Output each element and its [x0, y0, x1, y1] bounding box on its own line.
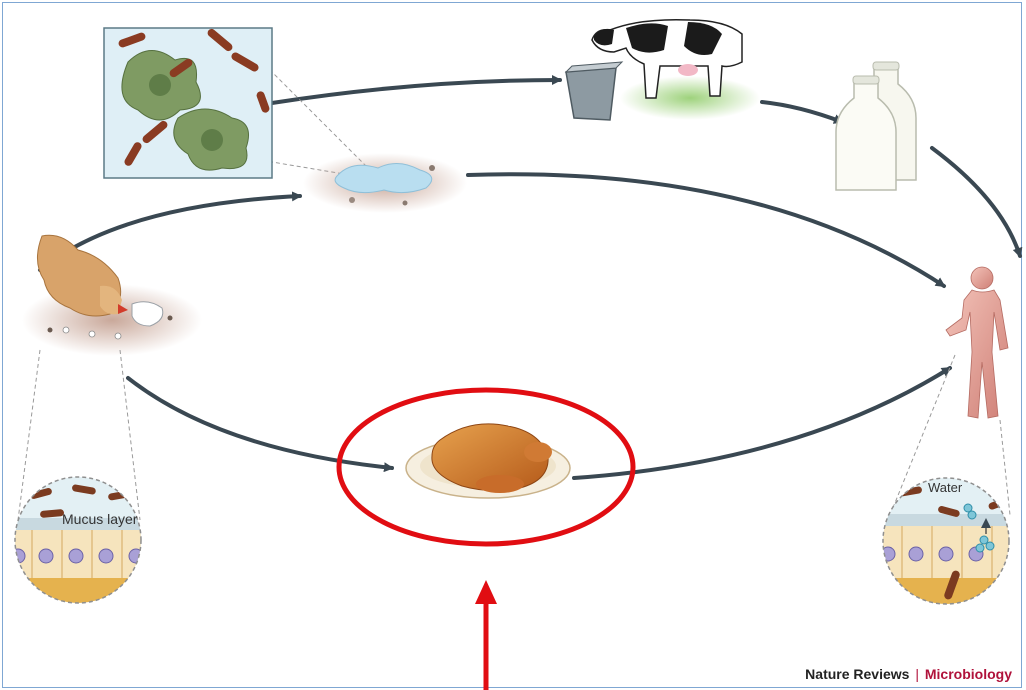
cow-icon	[592, 20, 760, 120]
arrow-milk-to-human	[932, 148, 1020, 256]
arrow-water-to-human	[468, 174, 944, 286]
milk-bottles-icon	[836, 62, 916, 190]
credit-separator: |	[915, 666, 919, 682]
arrow-hens-to-roast	[128, 378, 392, 468]
human-figure-icon	[946, 267, 1008, 418]
roast-chicken-icon	[406, 424, 570, 498]
credit-publisher: Nature Reviews	[805, 666, 909, 682]
figure-credit: Nature Reviews | Microbiology	[805, 666, 1012, 682]
credit-journal: Microbiology	[925, 666, 1012, 682]
arrow-inset-to-trough	[272, 80, 560, 103]
chicken-gut-inset-icon: Mucus layer	[10, 350, 150, 618]
amoeba-inset-icon	[104, 27, 380, 180]
water-puddle-icon	[303, 153, 467, 213]
arrow-cow-to-milk	[762, 102, 842, 122]
water-label: Water	[928, 480, 963, 495]
mucus-layer-label: Mucus layer	[62, 511, 138, 527]
hens-icon	[22, 235, 202, 356]
feed-trough-icon	[566, 62, 622, 120]
